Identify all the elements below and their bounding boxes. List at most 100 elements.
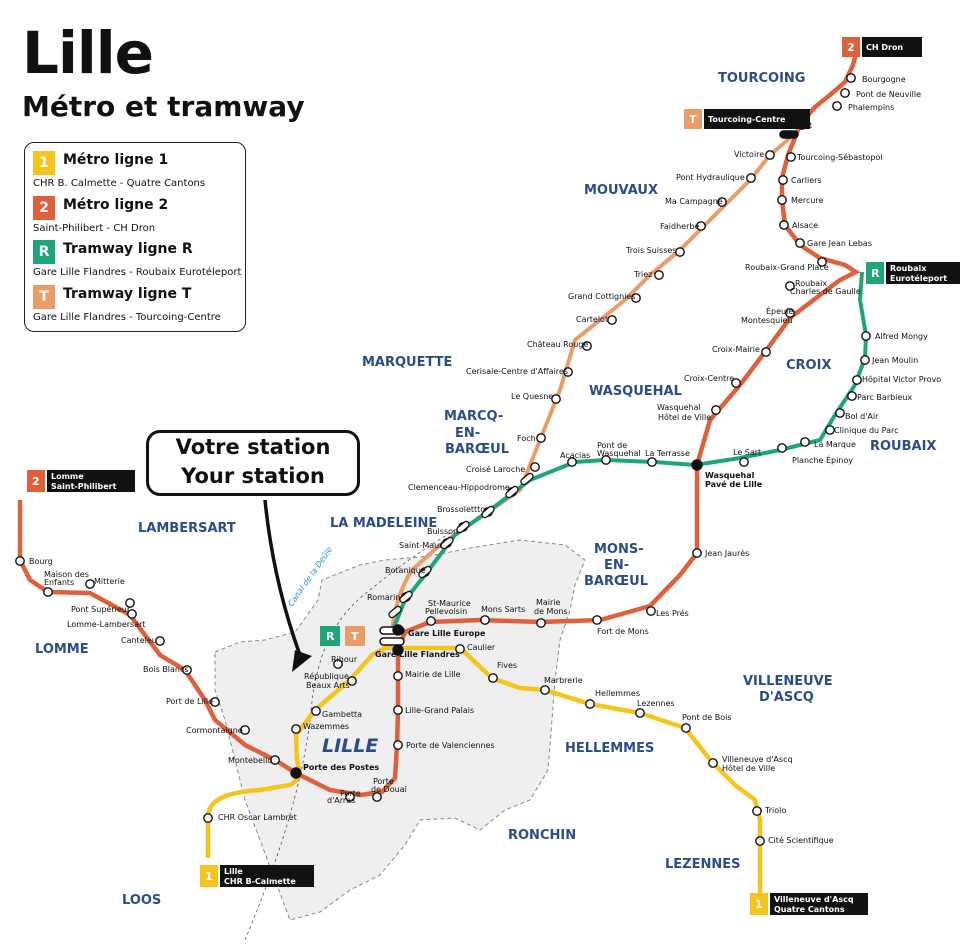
station-label: Grand Cottignies <box>568 292 636 301</box>
station-label: La Terrasse <box>645 449 690 458</box>
station-circle <box>536 433 546 443</box>
terminal-line-badge <box>750 893 768 915</box>
station-label: Phalempins <box>848 103 894 112</box>
station-circle <box>846 73 856 83</box>
station-label: Port de Lille <box>166 697 213 706</box>
station-label: Mercure <box>791 196 824 205</box>
station-label: Épeule <box>766 305 793 316</box>
terminal-name-box <box>886 262 960 284</box>
station-label: Romarin <box>367 593 400 602</box>
station-label: Acacias <box>560 451 590 460</box>
terminal-line-badge <box>866 262 884 284</box>
station-circle <box>203 813 213 823</box>
map-title: Lille <box>22 19 154 87</box>
station-label: Wasquehal <box>597 449 641 458</box>
station-circle <box>785 281 795 291</box>
station-circle <box>765 150 775 160</box>
station-label: Planche Épinoy <box>792 454 853 465</box>
badge-t: T <box>351 630 359 643</box>
station-circle <box>852 375 862 385</box>
area-label: BARŒUL <box>445 442 509 457</box>
station-circle <box>15 556 25 566</box>
terminal-line-badge <box>200 865 218 887</box>
area-label: LAMBERSART <box>138 521 236 536</box>
station-label: Bourgogne <box>862 75 906 84</box>
area-label: EN- <box>455 426 480 441</box>
station-label: Botanique <box>385 566 426 575</box>
station-circle <box>530 462 540 472</box>
terminal-name-2: Quatre Cantons <box>774 905 845 914</box>
terminal-name: Roubaix <box>890 264 927 273</box>
station-label: St-Maurice <box>428 599 471 608</box>
station-circle <box>291 724 301 734</box>
station-circle <box>731 378 741 388</box>
station-circle <box>777 195 787 205</box>
legend: 1 Métro ligne 1 CHR B. Calmette - Quatre… <box>24 142 246 332</box>
tram-pair-marker <box>456 520 470 534</box>
area-label: LOOS <box>122 893 161 908</box>
area-label: HELLEMMES <box>565 741 654 756</box>
terminal-badge-text: 1 <box>755 898 763 911</box>
tram-pair-marker <box>388 605 402 619</box>
terminal-badge-text: 2 <box>847 41 855 54</box>
station-label: Canteleu <box>121 636 157 645</box>
station-circle <box>752 806 762 816</box>
station-label: Croisé Laroche <box>466 464 525 474</box>
area-label: MARCQ- <box>444 409 503 424</box>
station-circle <box>392 624 404 636</box>
terminal-name-2: Saint-Philibert <box>51 482 117 491</box>
legend-badge: T <box>33 285 55 309</box>
area-label: MOUVAUX <box>584 183 658 198</box>
station-label: Porte des Postes <box>303 763 379 772</box>
station-circle <box>567 457 577 467</box>
terminal-line-badge <box>684 109 702 129</box>
station-label: Montebello <box>228 756 272 765</box>
station-label: Rihour <box>331 655 358 664</box>
legend-name: Tramway ligne R <box>63 241 193 257</box>
tram-pair-marker <box>440 536 454 550</box>
station-label: Caulier <box>467 643 496 652</box>
station-circle <box>393 705 403 715</box>
legend-desc: Gare Lille Flandres - Roubaix Eurotélepo… <box>33 267 242 278</box>
station-label: Bol d'Air <box>845 412 879 421</box>
station-circle <box>182 665 192 675</box>
station-label: Gare Lille Europe <box>408 629 486 638</box>
station-label: Croix-Centre <box>684 374 734 383</box>
station-label: Hôtel de Ville <box>658 412 711 422</box>
station-label: Gare Lille Flandres <box>375 650 460 659</box>
terminal-name-2: Eurotéleport <box>890 273 947 283</box>
area-label: TOURCOING <box>718 71 805 86</box>
station-label: Buisson <box>427 527 458 536</box>
station-label: Porte <box>373 777 394 786</box>
station-label: Pavé de Lille <box>705 479 763 489</box>
station-circle <box>372 792 382 802</box>
terminal-name-box <box>220 865 314 887</box>
station-circle <box>860 355 870 365</box>
station-label: Fives <box>497 661 517 670</box>
station-label: Roubaix <box>795 279 827 288</box>
station-circle <box>746 173 756 183</box>
legend-badge: 2 <box>33 196 55 220</box>
station-circle <box>240 725 250 735</box>
station-label: Fort de Mons <box>597 627 649 636</box>
station-label: Triez <box>633 270 652 279</box>
station-label: Saint-Maur <box>399 541 443 550</box>
station-circle <box>675 247 685 257</box>
station-label: Hôpital Victor Provo <box>862 374 941 384</box>
legend-desc: Saint-Philibert - CH Dron <box>33 223 156 234</box>
station-label: Foch <box>517 434 536 443</box>
terminal-name-box <box>770 893 868 915</box>
station-circle <box>480 615 490 625</box>
station-label: Croix-Mairie <box>712 345 760 354</box>
tram-pair-marker <box>399 590 413 604</box>
station-circle <box>540 685 550 695</box>
station-label: République <box>304 671 349 681</box>
terminal-name: Tourcoing-Centre <box>708 115 786 124</box>
station-label: Charles de Gaulle <box>790 287 861 296</box>
station-circle <box>488 673 498 683</box>
station-circle <box>592 615 602 625</box>
area-label: ROUBAIX <box>870 439 936 454</box>
station-circle <box>779 220 789 230</box>
